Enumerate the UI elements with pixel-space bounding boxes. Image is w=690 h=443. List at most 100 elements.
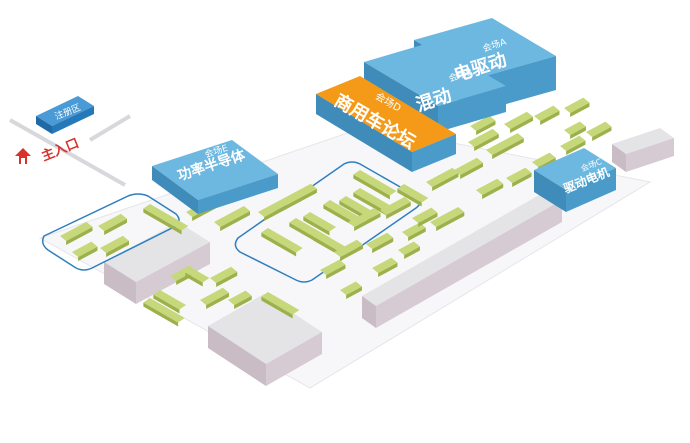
- booth-17: [261, 228, 303, 253]
- booth-14: [228, 290, 252, 305]
- booth-side: [482, 183, 504, 199]
- registration-booth[interactable]: [36, 96, 94, 134]
- booth-11: [153, 290, 187, 310]
- booth-19: [303, 212, 337, 232]
- booth-50: [468, 128, 499, 147]
- booth-41: [534, 105, 560, 121]
- booth-side: [106, 240, 129, 257]
- booth-side: [326, 264, 346, 279]
- booth-side: [220, 211, 251, 231]
- booth-side: [408, 227, 426, 241]
- booth-side: [261, 232, 297, 257]
- booth-side: [540, 110, 560, 125]
- booth-side: [216, 271, 238, 287]
- booth-side: [566, 140, 586, 155]
- booth-43: [476, 178, 504, 195]
- booth-side: [261, 296, 293, 319]
- booth-side: [397, 188, 422, 207]
- booth-39: [470, 115, 496, 131]
- booth-side: [512, 172, 532, 187]
- booth-27: [366, 232, 394, 249]
- booth-20: [323, 200, 360, 222]
- booth-side: [353, 174, 390, 200]
- booth-24: [348, 207, 381, 227]
- booth-36: [426, 167, 459, 187]
- booth-5: [143, 204, 189, 231]
- booth-side: [78, 246, 98, 261]
- booth-31: [372, 257, 398, 273]
- booth-side: [378, 262, 398, 277]
- wall-blocks: [104, 128, 674, 386]
- booth-29: [412, 207, 438, 223]
- booth-34: [353, 170, 397, 196]
- booth-33: [340, 281, 362, 295]
- booth-side: [386, 201, 411, 219]
- booth-side: [323, 204, 353, 226]
- booth-side: [104, 218, 127, 235]
- booth-side: [570, 102, 590, 117]
- booth-45: [532, 152, 556, 167]
- hall-e-block[interactable]: [152, 140, 278, 214]
- entrance-arrow-icon[interactable]: [14, 147, 32, 165]
- booth-49: [430, 206, 465, 227]
- booth-40: [504, 111, 533, 129]
- booth-side: [404, 246, 420, 259]
- booth-side: [476, 120, 496, 135]
- booth-10: [210, 266, 238, 283]
- booth-37: [454, 157, 483, 175]
- booth-9: [185, 268, 210, 283]
- booth-side: [143, 302, 179, 327]
- booth-48: [564, 121, 586, 135]
- booth-side: [460, 162, 483, 179]
- booth-side: [436, 211, 465, 231]
- booth-side: [492, 138, 524, 159]
- booth-side: [432, 172, 459, 191]
- booth-side: [313, 236, 340, 256]
- booth-3: [72, 241, 98, 257]
- booth-32: [398, 241, 420, 255]
- booth-13: [200, 287, 229, 305]
- booth-side: [206, 292, 229, 309]
- booth-4: [100, 235, 129, 253]
- booth-12: [143, 298, 185, 323]
- booth-46: [560, 135, 586, 151]
- booth-35: [397, 184, 429, 203]
- booth-side: [592, 126, 612, 141]
- booths: [60, 97, 612, 327]
- booth-side: [570, 126, 586, 139]
- booth-side: [474, 133, 499, 151]
- booth-38: [486, 133, 524, 155]
- booth-8: [170, 265, 196, 281]
- booth-2: [98, 213, 127, 231]
- booth-side: [418, 212, 438, 227]
- booth-side: [185, 272, 203, 287]
- booth-15: [261, 292, 300, 315]
- booth-side: [153, 294, 180, 314]
- booth-47: [586, 121, 612, 137]
- booth-side: [66, 226, 93, 245]
- booth-side: [264, 188, 317, 221]
- boundary-lines: [9, 114, 132, 187]
- booth-side: [372, 237, 394, 253]
- booth-28: [402, 222, 426, 237]
- booth-1: [60, 221, 93, 241]
- booth-44: [506, 167, 532, 183]
- booth-side: [346, 286, 362, 299]
- booth-42: [564, 97, 590, 113]
- booth-30: [320, 259, 346, 275]
- booth-side: [234, 295, 252, 309]
- hall-d-block[interactable]: [316, 76, 456, 172]
- booth-side: [510, 116, 533, 133]
- booth-25: [380, 196, 411, 215]
- booth-side: [353, 192, 389, 217]
- booth-26: [334, 239, 363, 257]
- booth-side: [143, 208, 182, 235]
- booth-side: [340, 244, 363, 261]
- booth-23: [313, 232, 347, 252]
- booth-7: [214, 206, 251, 227]
- booth-side: [303, 216, 330, 236]
- booth-16: [258, 183, 317, 217]
- hall-c-block[interactable]: [534, 148, 616, 212]
